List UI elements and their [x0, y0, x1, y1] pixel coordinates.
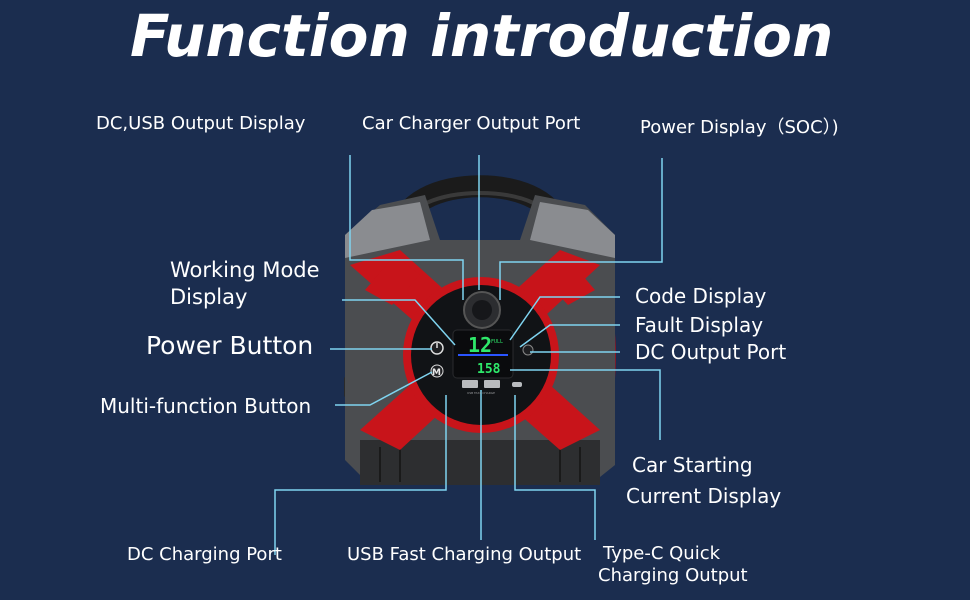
label-car-starting-line1: Car Starting — [632, 453, 753, 477]
label-dc-charging-port: DC Charging Port — [127, 544, 282, 565]
usb-port-icons — [462, 380, 522, 388]
label-multi-function-button: Multi-function Button — [100, 394, 312, 418]
label-working-mode-display-line1: Working Mode — [170, 258, 320, 282]
label-power-display-soc: Power Display（SOC）) — [640, 117, 839, 138]
label-code-display: Code Display — [635, 284, 767, 308]
label-working-mode-display-line2: Display — [170, 285, 248, 309]
label-car-starting-line2: Current Display — [626, 484, 782, 508]
dc-output-port-icon — [522, 344, 534, 356]
lcd-top-reading: 12 — [468, 333, 492, 357]
lcd-display — [452, 329, 514, 379]
lcd-soc-text: FULL — [491, 339, 503, 345]
lcd-bottom-reading: 158 — [477, 362, 501, 377]
label-type-c-line2: Charging Output — [598, 565, 748, 586]
label-power-button: Power Button — [146, 331, 314, 360]
car-charger-socket — [463, 291, 501, 329]
mode-letter: M — [432, 368, 441, 378]
label-type-c-line1: Type-C Quick — [603, 543, 721, 564]
leader-lines — [274, 155, 663, 555]
label-usb-fast-charging-output: USB Fast Charging Output — [347, 544, 582, 565]
usb-ports-text: USB FAST CHARGE — [467, 391, 495, 395]
label-dc-usb-output-display: DC,USB Output Display — [96, 113, 306, 134]
label-fault-display: Fault Display — [635, 313, 764, 337]
page-title: Function introduction — [130, 2, 834, 70]
power-button-icon[interactable] — [430, 341, 444, 355]
label-dc-output-port: DC Output Port — [635, 340, 787, 364]
label-car-charger-output-port: Car Charger Output Port — [362, 113, 581, 134]
mode-button-icon[interactable] — [430, 364, 444, 378]
